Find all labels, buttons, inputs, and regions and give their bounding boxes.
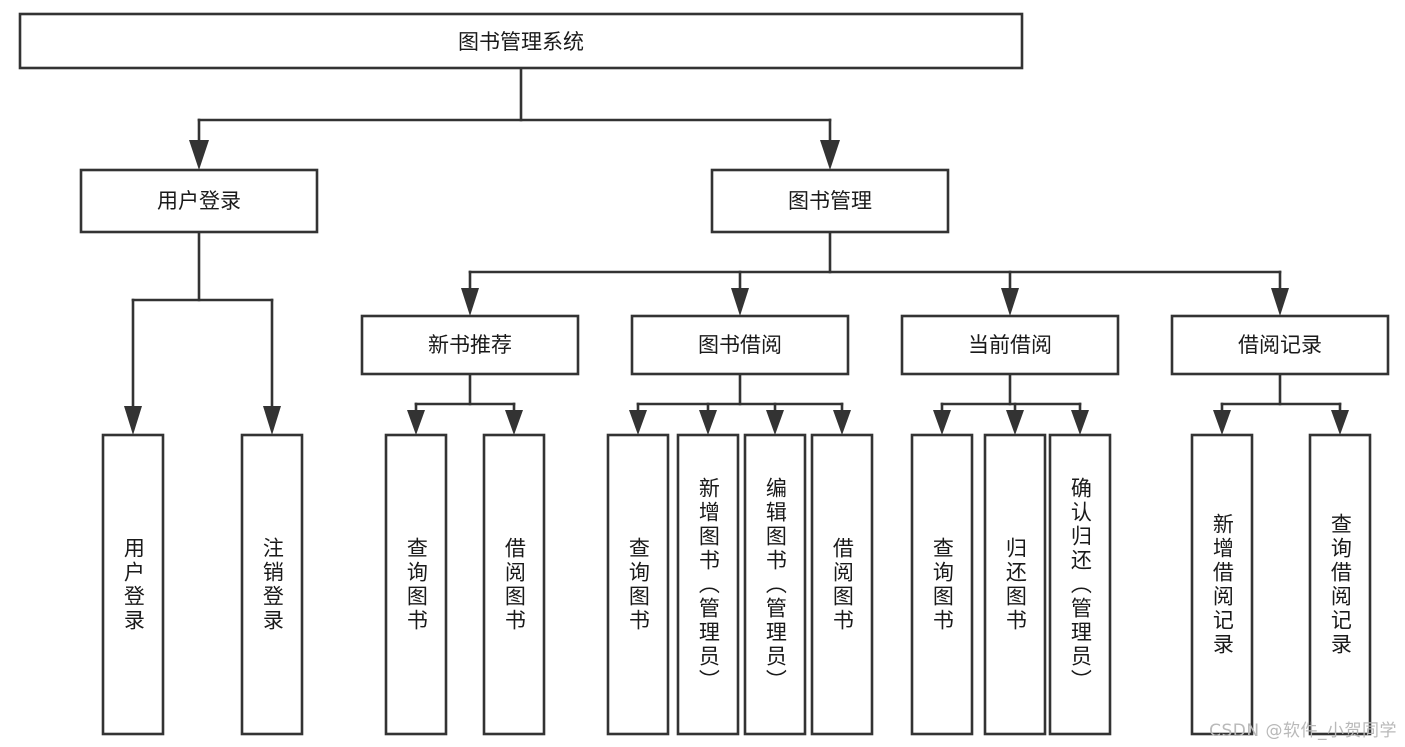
node-leaf-return-book-box[interactable] <box>983 433 1047 736</box>
node-borrow-record[interactable]: 借阅记录 <box>1170 314 1390 376</box>
node-current-borrow[interactable]: 当前借阅 <box>900 314 1120 376</box>
node-new-book-rec-label: 新书推荐 <box>428 333 512 357</box>
arrow-head-leaf-query-book-bb <box>629 410 647 435</box>
arrow-head-leaf-add-book <box>699 410 717 435</box>
node-root-box[interactable] <box>18 12 1024 70</box>
node-current-borrow-label: 当前借阅 <box>968 333 1052 357</box>
arrow-head-leaf-logout <box>263 406 281 435</box>
arrow-head-leaf-query-book-rec <box>407 410 425 435</box>
arrow-head-leaf-confirm-return <box>1071 410 1089 435</box>
node-book-manage-box[interactable] <box>710 168 950 234</box>
connector-group-root <box>189 66 840 170</box>
node-book-borrow-label: 图书借阅 <box>698 333 782 357</box>
node-user-login-label: 用户登录 <box>157 189 241 213</box>
node-root-label: 图书管理系统 <box>458 30 584 54</box>
connector-group-current-borrow <box>933 372 1089 435</box>
node-borrow-record-label: 借阅记录 <box>1238 333 1322 357</box>
arrow-head-leaf-query-record <box>1331 410 1349 435</box>
connector-group-book-manage <box>461 230 1289 316</box>
arrow-head-book-manage <box>820 140 840 170</box>
node-book-borrow[interactable]: 图书借阅 <box>630 314 850 376</box>
arrow-head-leaf-borrow-book-rec <box>505 410 523 435</box>
node-current-borrow-box[interactable] <box>900 314 1120 376</box>
arrow-head-leaf-query-book-cb <box>933 410 951 435</box>
node-new-book-rec-box[interactable] <box>360 314 580 376</box>
connector-group-borrow-record <box>1213 372 1349 435</box>
node-leaf-borrow-book-bb-box[interactable] <box>810 433 874 736</box>
arrow-head-leaf-return-book <box>1006 410 1024 435</box>
node-leaf-add-record-box[interactable] <box>1190 433 1254 736</box>
node-root[interactable]: 图书管理系统 <box>18 12 1024 70</box>
node-leaf-user-login-box[interactable] <box>101 433 165 736</box>
arrow-head-book-borrow <box>731 288 749 316</box>
node-leaf-query-record-box[interactable] <box>1308 433 1372 736</box>
node-user-login[interactable]: 用户登录 <box>79 168 319 234</box>
node-user-login-box[interactable] <box>79 168 319 234</box>
node-new-book-rec[interactable]: 新书推荐 <box>360 314 580 376</box>
node-leaf-query-book-bb-box[interactable] <box>606 433 670 736</box>
connector-group-new-book-rec <box>407 372 523 435</box>
node-leaf-logout-box[interactable] <box>240 433 304 736</box>
node-book-manage-label: 图书管理 <box>788 189 872 213</box>
arrow-head-new-book-rec <box>461 288 479 316</box>
arrow-head-leaf-add-record <box>1213 410 1231 435</box>
connector-group-book-borrow <box>629 372 851 435</box>
connector-group-user-login <box>124 230 281 435</box>
node-leaf-query-book-rec-box[interactable] <box>384 433 448 736</box>
arrow-head-leaf-borrow-book-bb <box>833 410 851 435</box>
node-leaf-confirm-return-box[interactable] <box>1048 433 1112 736</box>
node-leaf-add-book-box[interactable] <box>676 433 740 736</box>
node-borrow-record-box[interactable] <box>1170 314 1390 376</box>
node-leaf-edit-book-box[interactable] <box>743 433 807 736</box>
node-book-borrow-box[interactable] <box>630 314 850 376</box>
node-leaf-borrow-book-rec-box[interactable] <box>482 433 546 736</box>
arrow-head-user-login <box>189 140 209 170</box>
node-leaf-query-book-cb-box[interactable] <box>910 433 974 736</box>
node-book-manage[interactable]: 图书管理 <box>710 168 950 234</box>
arrow-head-borrow-record <box>1271 288 1289 316</box>
arrow-head-current-borrow <box>1001 288 1019 316</box>
csdn-watermark: CSDN @软件_小贺同学 <box>1209 721 1397 741</box>
arrow-head-leaf-edit-book <box>766 410 784 435</box>
arrow-head-leaf-user-login <box>124 406 142 435</box>
